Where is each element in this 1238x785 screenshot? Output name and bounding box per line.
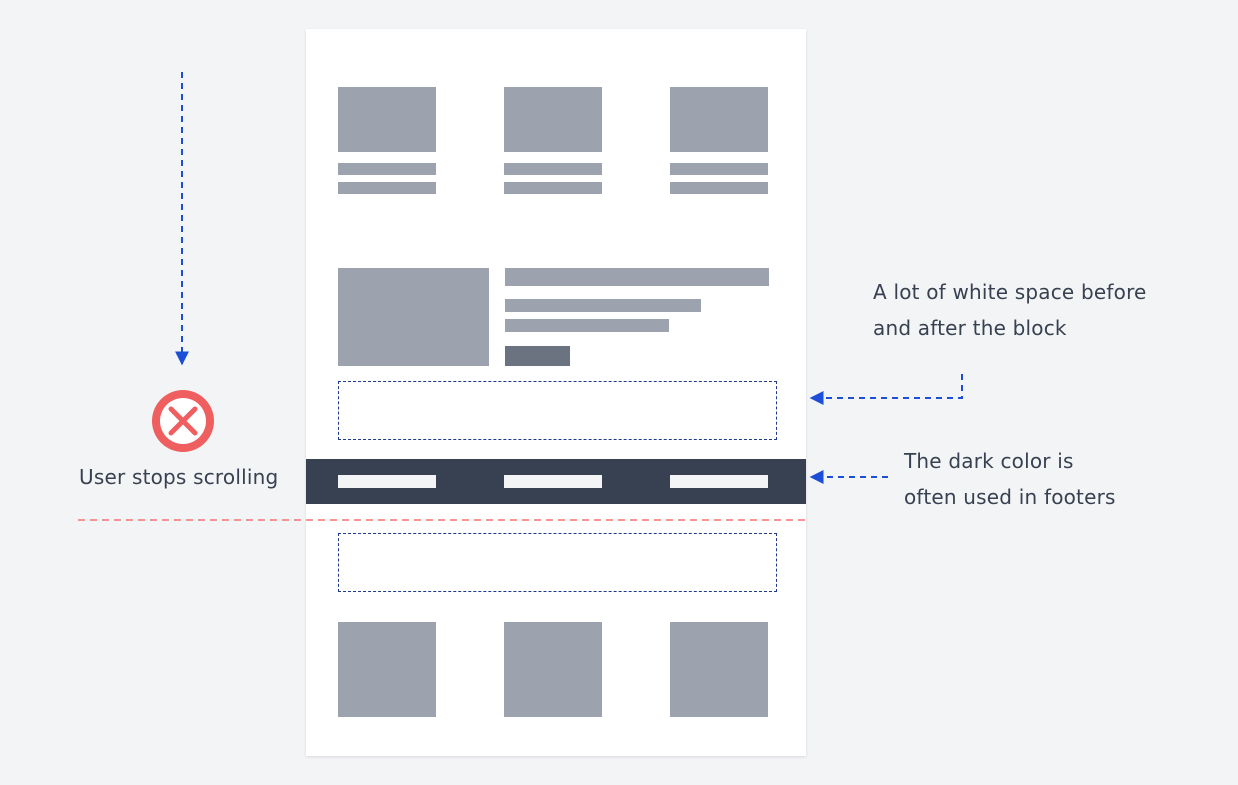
whitespace-note-line-1: A lot of white space before xyxy=(873,280,1147,304)
dark-footer-block xyxy=(306,459,806,504)
whitespace-note-line-2: and after the block xyxy=(873,316,1067,340)
stops-scrolling-label: User stops scrolling xyxy=(79,465,279,489)
feature-image xyxy=(338,268,489,366)
whitespace-note: A lot of white space before and after th… xyxy=(873,274,1147,346)
card-line-3b xyxy=(670,182,768,194)
wireframe-page xyxy=(306,29,806,756)
whitespace-pointer-arrow xyxy=(809,374,963,405)
footer-link-1 xyxy=(338,475,436,488)
bottom-image-1 xyxy=(338,622,436,717)
feature-text-line-1 xyxy=(505,299,701,312)
dark-color-note: The dark color is often used in footers xyxy=(904,443,1116,515)
footer-link-3 xyxy=(670,475,768,488)
card-line-2a xyxy=(504,163,602,175)
x-circle-icon xyxy=(152,390,214,452)
card-line-1b xyxy=(338,182,436,194)
card-image-1 xyxy=(338,87,436,152)
feature-text-line-2 xyxy=(505,319,669,332)
card-image-3 xyxy=(670,87,768,152)
card-image-2 xyxy=(504,87,602,152)
bottom-image-2 xyxy=(504,622,602,717)
whitespace-before-block xyxy=(338,381,777,440)
feature-button xyxy=(505,346,570,366)
bottom-image-3 xyxy=(670,622,768,717)
card-line-3a xyxy=(670,163,768,175)
footer-link-2 xyxy=(504,475,602,488)
whitespace-after-block xyxy=(338,533,777,592)
feature-title-line xyxy=(505,268,769,286)
dark-color-note-line-2: often used in footers xyxy=(904,485,1116,509)
card-line-1a xyxy=(338,163,436,175)
dark-color-note-line-1: The dark color is xyxy=(904,449,1074,473)
card-line-2b xyxy=(504,182,602,194)
